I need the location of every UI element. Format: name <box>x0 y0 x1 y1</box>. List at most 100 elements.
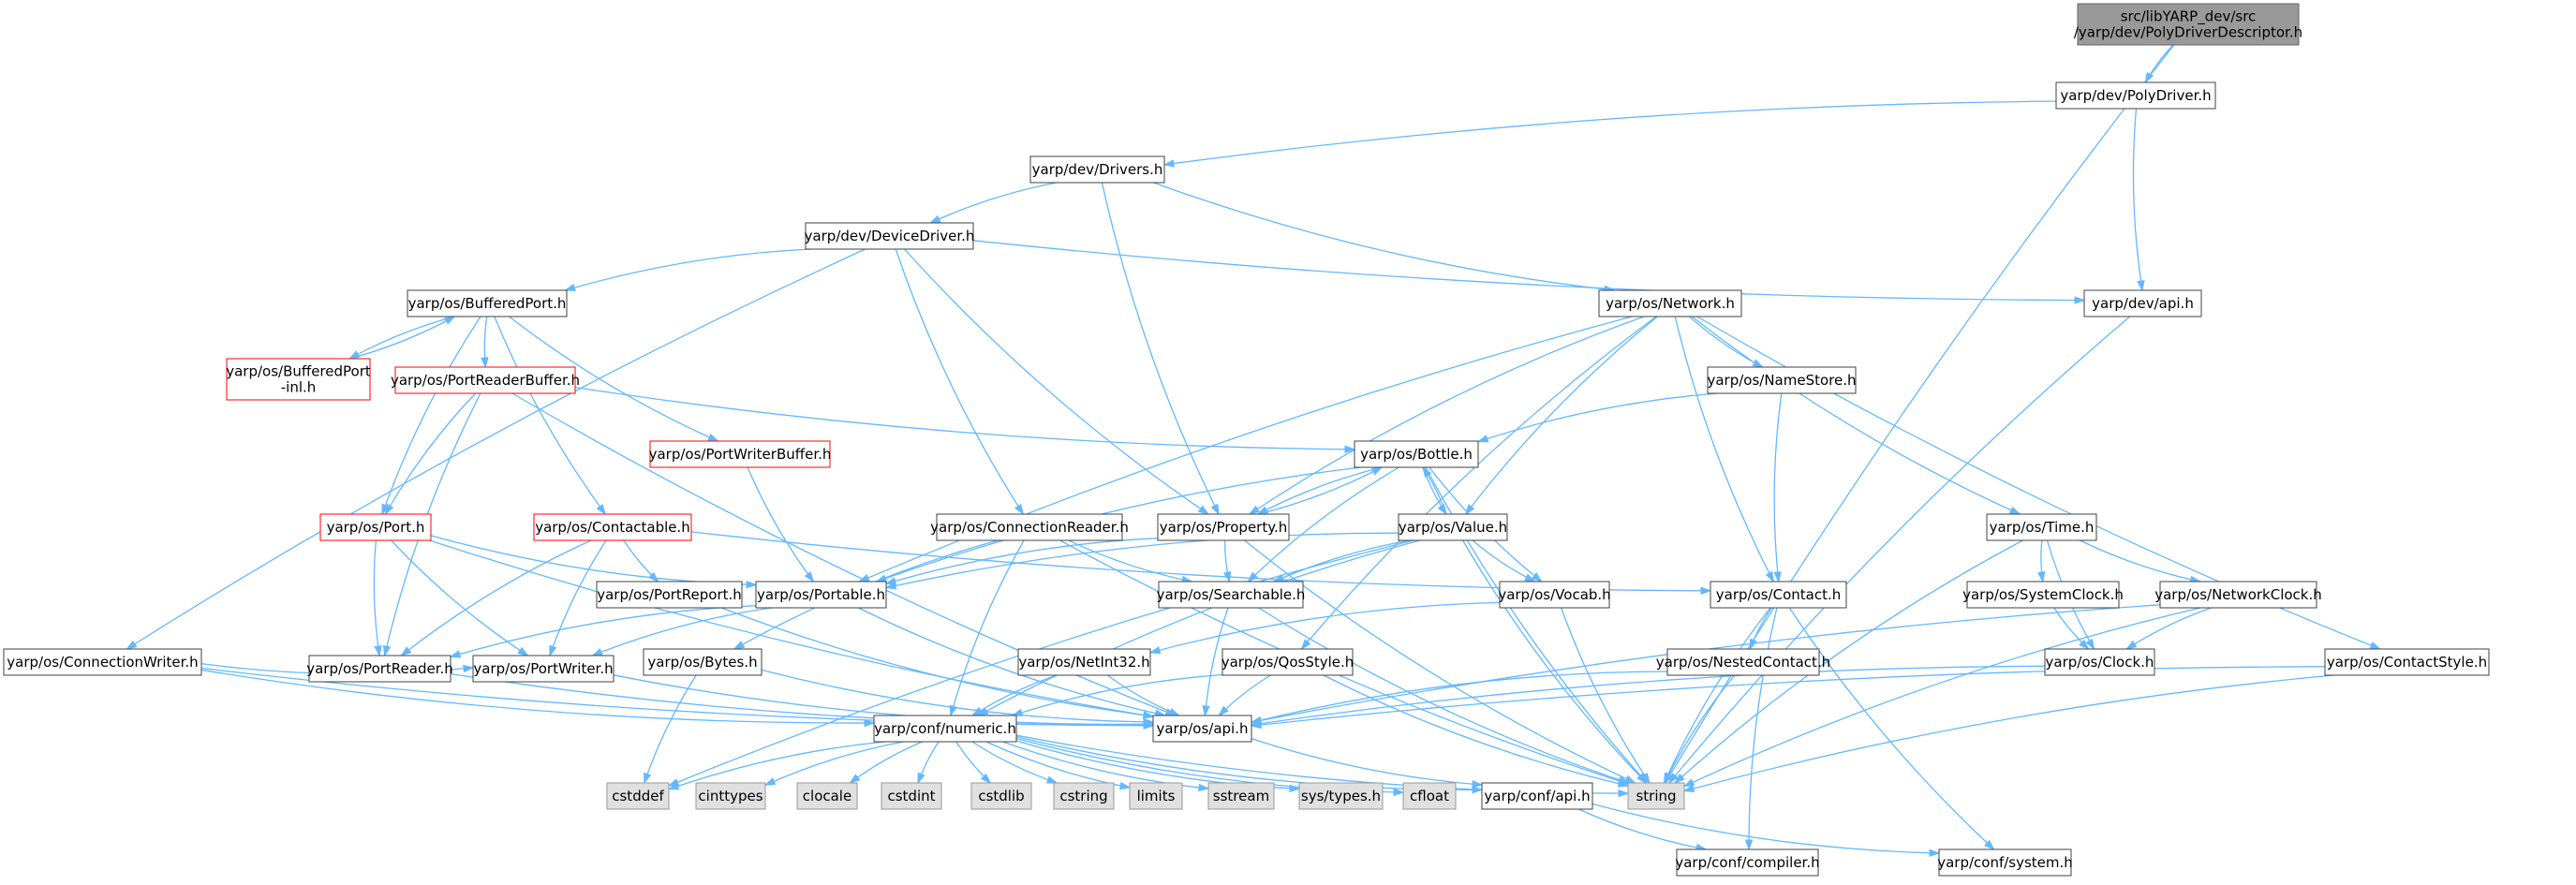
node-qosstyle[interactable]: yarp/os/QosStyle.h <box>1221 648 1355 676</box>
node-portreader[interactable]: yarp/os/PortReader.h <box>306 655 453 683</box>
node-root[interactable]: src/libYARP_dev/src/yarp/dev/PolyDriverD… <box>2074 3 2302 46</box>
node-label-networkclock: yarp/os/NetworkClock.h <box>2154 586 2322 603</box>
node-box-nestedcontact <box>1666 648 1820 676</box>
node-bottle[interactable]: yarp/os/Bottle.h <box>1354 440 1479 468</box>
node-label-contactable: yarp/os/Contactable.h <box>535 519 690 536</box>
node-label-bufferedportinl: yarp/os/BufferedPort <box>226 363 371 380</box>
node-namestore[interactable]: yarp/os/NameStore.h <box>1707 366 1857 394</box>
node-searchable[interactable]: yarp/os/Searchable.h <box>1157 581 1306 609</box>
edge-port-to-portwriter <box>391 539 528 656</box>
node-systemclock[interactable]: yarp/os/SystemClock.h <box>1962 581 2124 609</box>
node-confapi[interactable]: yarp/conf/api.h <box>1481 782 1593 810</box>
node-property[interactable]: yarp/os/Property.h <box>1157 513 1290 541</box>
arrowhead-network-to-contact <box>1765 570 1774 583</box>
node-portwriter[interactable]: yarp/os/PortWriter.h <box>472 655 614 683</box>
edge-port-to-osapi <box>429 539 1154 717</box>
edge-networkclock-to-clock <box>2125 607 2212 650</box>
node-networkclock[interactable]: yarp/os/NetworkClock.h <box>2154 581 2322 609</box>
edge-devicedriver-to-bufferedport <box>565 248 812 291</box>
node-vocab[interactable]: yarp/os/Vocab.h <box>1498 581 1611 609</box>
edge-devicedriver-to-connectionwriter <box>126 248 866 650</box>
node-confsystem[interactable]: yarp/conf/system.h <box>1937 848 2073 877</box>
edge-contact-to-string <box>1663 607 1771 784</box>
node-box-cstdlib <box>970 782 1032 810</box>
node-network[interactable]: yarp/os/Network.h <box>1598 289 1742 317</box>
node-netint32[interactable]: yarp/os/NetInt32.h <box>1017 648 1151 676</box>
arrowhead-qosstyle-to-confnumeric <box>1011 708 1024 716</box>
node-string: string <box>1627 782 1685 810</box>
arrowhead-contactable-to-portreport <box>648 571 659 583</box>
edge-contactstyle-to-string <box>1683 674 2334 792</box>
edge-bottle-to-string <box>1425 466 1648 784</box>
arrowhead-confnumeric-to-string <box>1618 789 1630 798</box>
node-portreaderbuffer[interactable]: yarp/os/PortReaderBuffer.h <box>391 366 580 394</box>
node-label-namestore: yarp/os/NameStore.h <box>1707 372 1856 389</box>
node-bufferedportinl[interactable]: yarp/os/BufferedPort-inl.h <box>226 358 371 401</box>
node-box-portwriterbuffer <box>649 440 831 468</box>
arrowhead-polydriver-to-drivers <box>1162 159 1175 168</box>
node-box-vocab <box>1499 581 1610 609</box>
edge-bufferedport-to-contactable <box>494 316 606 515</box>
node-devapi[interactable]: yarp/dev/api.h <box>2083 289 2202 317</box>
node-port[interactable]: yarp/os/Port.h <box>319 513 432 541</box>
node-value[interactable]: yarp/os/Value.h <box>1398 513 1508 541</box>
node-label-portreport: yarp/os/PortReport.h <box>597 586 742 603</box>
node-portreport[interactable]: yarp/os/PortReport.h <box>596 581 743 609</box>
arrowhead-network-to-value <box>1464 504 1475 516</box>
node-box-property <box>1157 513 1290 541</box>
arrowhead-value-to-vocab <box>1524 573 1536 583</box>
node-osapi[interactable]: yarp/os/api.h <box>1152 715 1252 743</box>
node-label-cinttypes: cinttypes <box>698 788 762 804</box>
node-time[interactable]: yarp/os/Time.h <box>1986 513 2097 541</box>
arrowhead-network-to-qosstyle <box>1300 639 1311 651</box>
node-label-searchable: yarp/os/Searchable.h <box>1157 586 1306 603</box>
node-cstring: cstring <box>1053 782 1115 810</box>
node-clock[interactable]: yarp/os/Clock.h <box>2044 648 2155 676</box>
edge-clock-to-osapi <box>1251 665 2046 726</box>
node-label-connectionwriter: yarp/os/ConnectionWriter.h <box>7 654 198 671</box>
node-connectionreader[interactable]: yarp/os/ConnectionReader.h <box>930 513 1129 541</box>
node-box-systypes <box>1298 782 1384 810</box>
node-label-property: yarp/os/Property.h <box>1160 519 1287 536</box>
node-devicedriver[interactable]: yarp/dev/DeviceDriver.h <box>805 222 975 250</box>
node-box-portreader <box>308 655 452 683</box>
edge-value-to-portable <box>885 532 1399 589</box>
arrowhead-port-to-portreader <box>374 645 382 657</box>
node-connectionwriter[interactable]: yarp/os/ConnectionWriter.h <box>3 648 202 676</box>
edge-vocab-to-string <box>1560 607 1651 784</box>
edge-portwriterbuffer-to-portable <box>747 466 814 583</box>
node-label-bufferedportinl: -inl.h <box>281 379 317 396</box>
node-contactable[interactable]: yarp/os/Contactable.h <box>533 513 692 541</box>
edges-layer <box>126 44 2382 857</box>
node-portwriterbuffer[interactable]: yarp/os/PortWriterBuffer.h <box>649 440 832 468</box>
edge-confnumeric-to-cstddef <box>668 741 886 790</box>
arrowhead-portable-to-portreader <box>449 650 462 658</box>
node-label-qosstyle: yarp/os/QosStyle.h <box>1221 654 1355 671</box>
arrowhead-contactable-to-contact <box>1700 586 1712 596</box>
node-portable[interactable]: yarp/os/Portable.h <box>755 581 887 609</box>
edge-portreader-to-osapi <box>450 672 1154 726</box>
node-box-qosstyle <box>1221 648 1354 676</box>
node-polydriver[interactable]: yarp/dev/PolyDriver.h <box>2055 81 2216 110</box>
edge-bottle-to-searchable <box>1248 466 1399 583</box>
edge-bytes-to-osapi <box>761 669 1154 723</box>
node-nestedcontact[interactable]: yarp/os/NestedContact.h <box>1656 648 1830 676</box>
edge-devicedriver-to-connectionreader <box>895 248 1024 515</box>
node-box-bytes <box>643 648 762 676</box>
arrowhead-devicedriver-to-devapi <box>2074 296 2086 304</box>
node-confnumeric[interactable]: yarp/conf/numeric.h <box>873 715 1017 743</box>
node-label-string: string <box>1636 788 1676 804</box>
node-box-portreport <box>596 581 743 609</box>
node-bufferedport[interactable]: yarp/os/BufferedPort.h <box>407 289 568 317</box>
node-label-time: yarp/os/Time.h <box>1990 519 2095 536</box>
node-contactstyle[interactable]: yarp/os/ContactStyle.h <box>2324 648 2490 676</box>
node-confcompiler[interactable]: yarp/conf/compiler.h <box>1675 848 1820 877</box>
node-label-bottle: yarp/os/Bottle.h <box>1360 446 1473 463</box>
node-box-confsystem <box>1938 848 2072 877</box>
node-drivers[interactable]: yarp/dev/Drivers.h <box>1029 155 1165 184</box>
node-contact[interactable]: yarp/os/Contact.h <box>1710 581 1847 609</box>
node-bytes[interactable]: yarp/os/Bytes.h <box>643 648 762 676</box>
node-box-confnumeric <box>873 715 1017 743</box>
node-box-port <box>319 513 432 541</box>
